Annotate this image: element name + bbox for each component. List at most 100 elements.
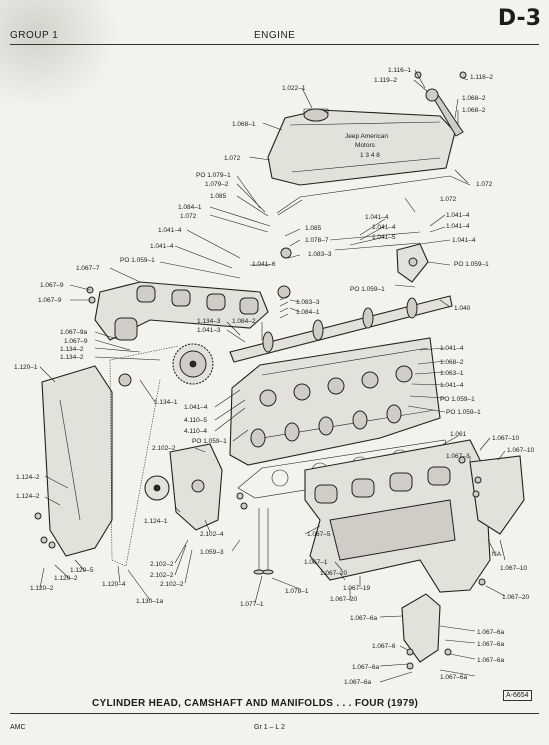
callout: PO 1.059–1 [120, 257, 155, 264]
callout: 1.124–1 [144, 518, 168, 525]
callout: PO 1.059–1 [192, 438, 227, 445]
callout: 1.041–5 [372, 234, 396, 241]
intake-manifold [304, 439, 491, 593]
callout: PO 1.059–1 [454, 261, 489, 268]
callout: 1.059–3 [200, 549, 224, 556]
callout: 1.116–2 [470, 74, 493, 81]
callout: 2.102–2 [150, 561, 174, 568]
callout: 1.068–2 [440, 359, 464, 366]
footer-rule [10, 713, 539, 714]
callout: 1.072 [476, 181, 493, 188]
callout: 1.067–9a [60, 329, 87, 336]
callout: 1.085 [305, 225, 322, 232]
callout: 1.078–1 [285, 588, 309, 595]
callout: 1.124–2 [16, 474, 40, 481]
callout: 1.067–10 [500, 565, 527, 572]
svg-text:1 3 4 8: 1 3 4 8 [360, 152, 380, 159]
callout: 1.068–1 [232, 121, 256, 128]
callout: 1.041–4 [372, 224, 396, 231]
callout: 1.067–6 [372, 643, 396, 650]
callout: 1.067–7 [76, 265, 100, 272]
callout: 1.067–6a [344, 679, 371, 686]
callout: 1.067–5 [307, 531, 331, 538]
camshaft-sprocket [172, 343, 214, 385]
callout: 1.067–9 [38, 297, 62, 304]
callout: 1.041–4 [184, 404, 208, 411]
section-title: ENGINE [254, 30, 296, 41]
callout: 1.067–9 [40, 282, 64, 289]
oil-filler-cap [303, 108, 329, 122]
callout: PO 1.059–1 [440, 396, 475, 403]
callout: 1.124–2 [16, 493, 40, 500]
callout: 2.102–2 [152, 445, 176, 452]
callout: 1.067–19 [343, 585, 370, 592]
callout: 1.041–4 [150, 243, 174, 250]
callout: 1.134–3 [197, 318, 221, 325]
callout: 1.083–3 [308, 251, 332, 258]
callout: 1.134–2 [60, 346, 84, 353]
lower-bracket [401, 593, 452, 670]
valves [253, 508, 274, 575]
callout: 1.067–20 [330, 596, 357, 603]
page-stain [0, 0, 120, 110]
callout: 1.079–2 [205, 181, 229, 188]
callout: 1.067–20 [502, 594, 529, 601]
callout: 1.067–6a [477, 641, 504, 648]
leader-lines [39, 69, 506, 683]
callout: 1.041–4 [158, 227, 182, 234]
callout: 1.078–7 [305, 237, 329, 244]
manifold-bracket [469, 455, 525, 535]
callout: 1.072 [224, 155, 241, 162]
callout: 1.120–2 [30, 585, 54, 592]
tensioner-and-pulley [118, 373, 223, 531]
header-rule [10, 44, 539, 45]
callout: 1.084–2 [232, 318, 256, 325]
callout: 1.085 [210, 193, 227, 200]
timing-belt [109, 345, 179, 567]
callout: 1.067–6a [477, 657, 504, 664]
callout: 1.072 [180, 213, 197, 220]
valve-cover-gasket [276, 175, 471, 216]
callout: 1.068–2 [462, 107, 486, 114]
callout: 1.041–4 [446, 212, 470, 219]
callout: 1.119–2 [374, 77, 397, 84]
callout: 1.130–1a [136, 598, 163, 605]
callout: 1.041–4 [440, 382, 464, 389]
callout: 4.110–5 [184, 417, 207, 424]
callout: PO 1.079–1 [196, 172, 231, 179]
callout: 1.067–6a [352, 664, 379, 671]
callout: 1.067–6a [477, 629, 504, 636]
callout: 1.061 [450, 431, 467, 438]
callout: 1.041–6 [252, 261, 276, 268]
callout: 1.063–1 [440, 370, 464, 377]
callout: 1.067–6a [350, 615, 377, 622]
callout: 1.041–4 [440, 345, 464, 352]
callout: 1.067–20 [320, 570, 347, 577]
callout: NA [492, 551, 502, 558]
small-hardware [34, 286, 486, 586]
svg-text:Motors: Motors [355, 142, 376, 149]
callout: 1.120–5 [70, 567, 94, 574]
svg-text:Jeep American: Jeep American [345, 133, 388, 140]
figure-caption: CYLINDER HEAD, CAMSHAFT AND MANIFOLDS . … [92, 698, 419, 709]
callout: 1.134–2 [60, 354, 84, 361]
callout: 1.068–2 [462, 95, 486, 102]
callout: 1.072 [440, 196, 457, 203]
callout: 1.067–10 [492, 435, 519, 442]
callout: 1.134–1 [154, 399, 178, 406]
callout: 1.041–3 [197, 327, 221, 334]
callout: 1.067–1 [304, 559, 328, 566]
callout: 1.041–4 [446, 223, 470, 230]
callout: 1.067–10 [507, 447, 534, 454]
breather-hose [414, 71, 467, 137]
callout: 1.116–1 [388, 67, 411, 74]
group-label: GROUP 1 [10, 30, 59, 41]
cylinder-head [229, 337, 441, 466]
callout: 4.110–4 [184, 428, 207, 435]
callout: 1.040 [454, 305, 471, 312]
callout: 2.102–2 [150, 572, 174, 579]
callout: 1.120–4 [102, 581, 126, 588]
footer-page-ref: Gr 1 – L 2 [254, 724, 285, 731]
